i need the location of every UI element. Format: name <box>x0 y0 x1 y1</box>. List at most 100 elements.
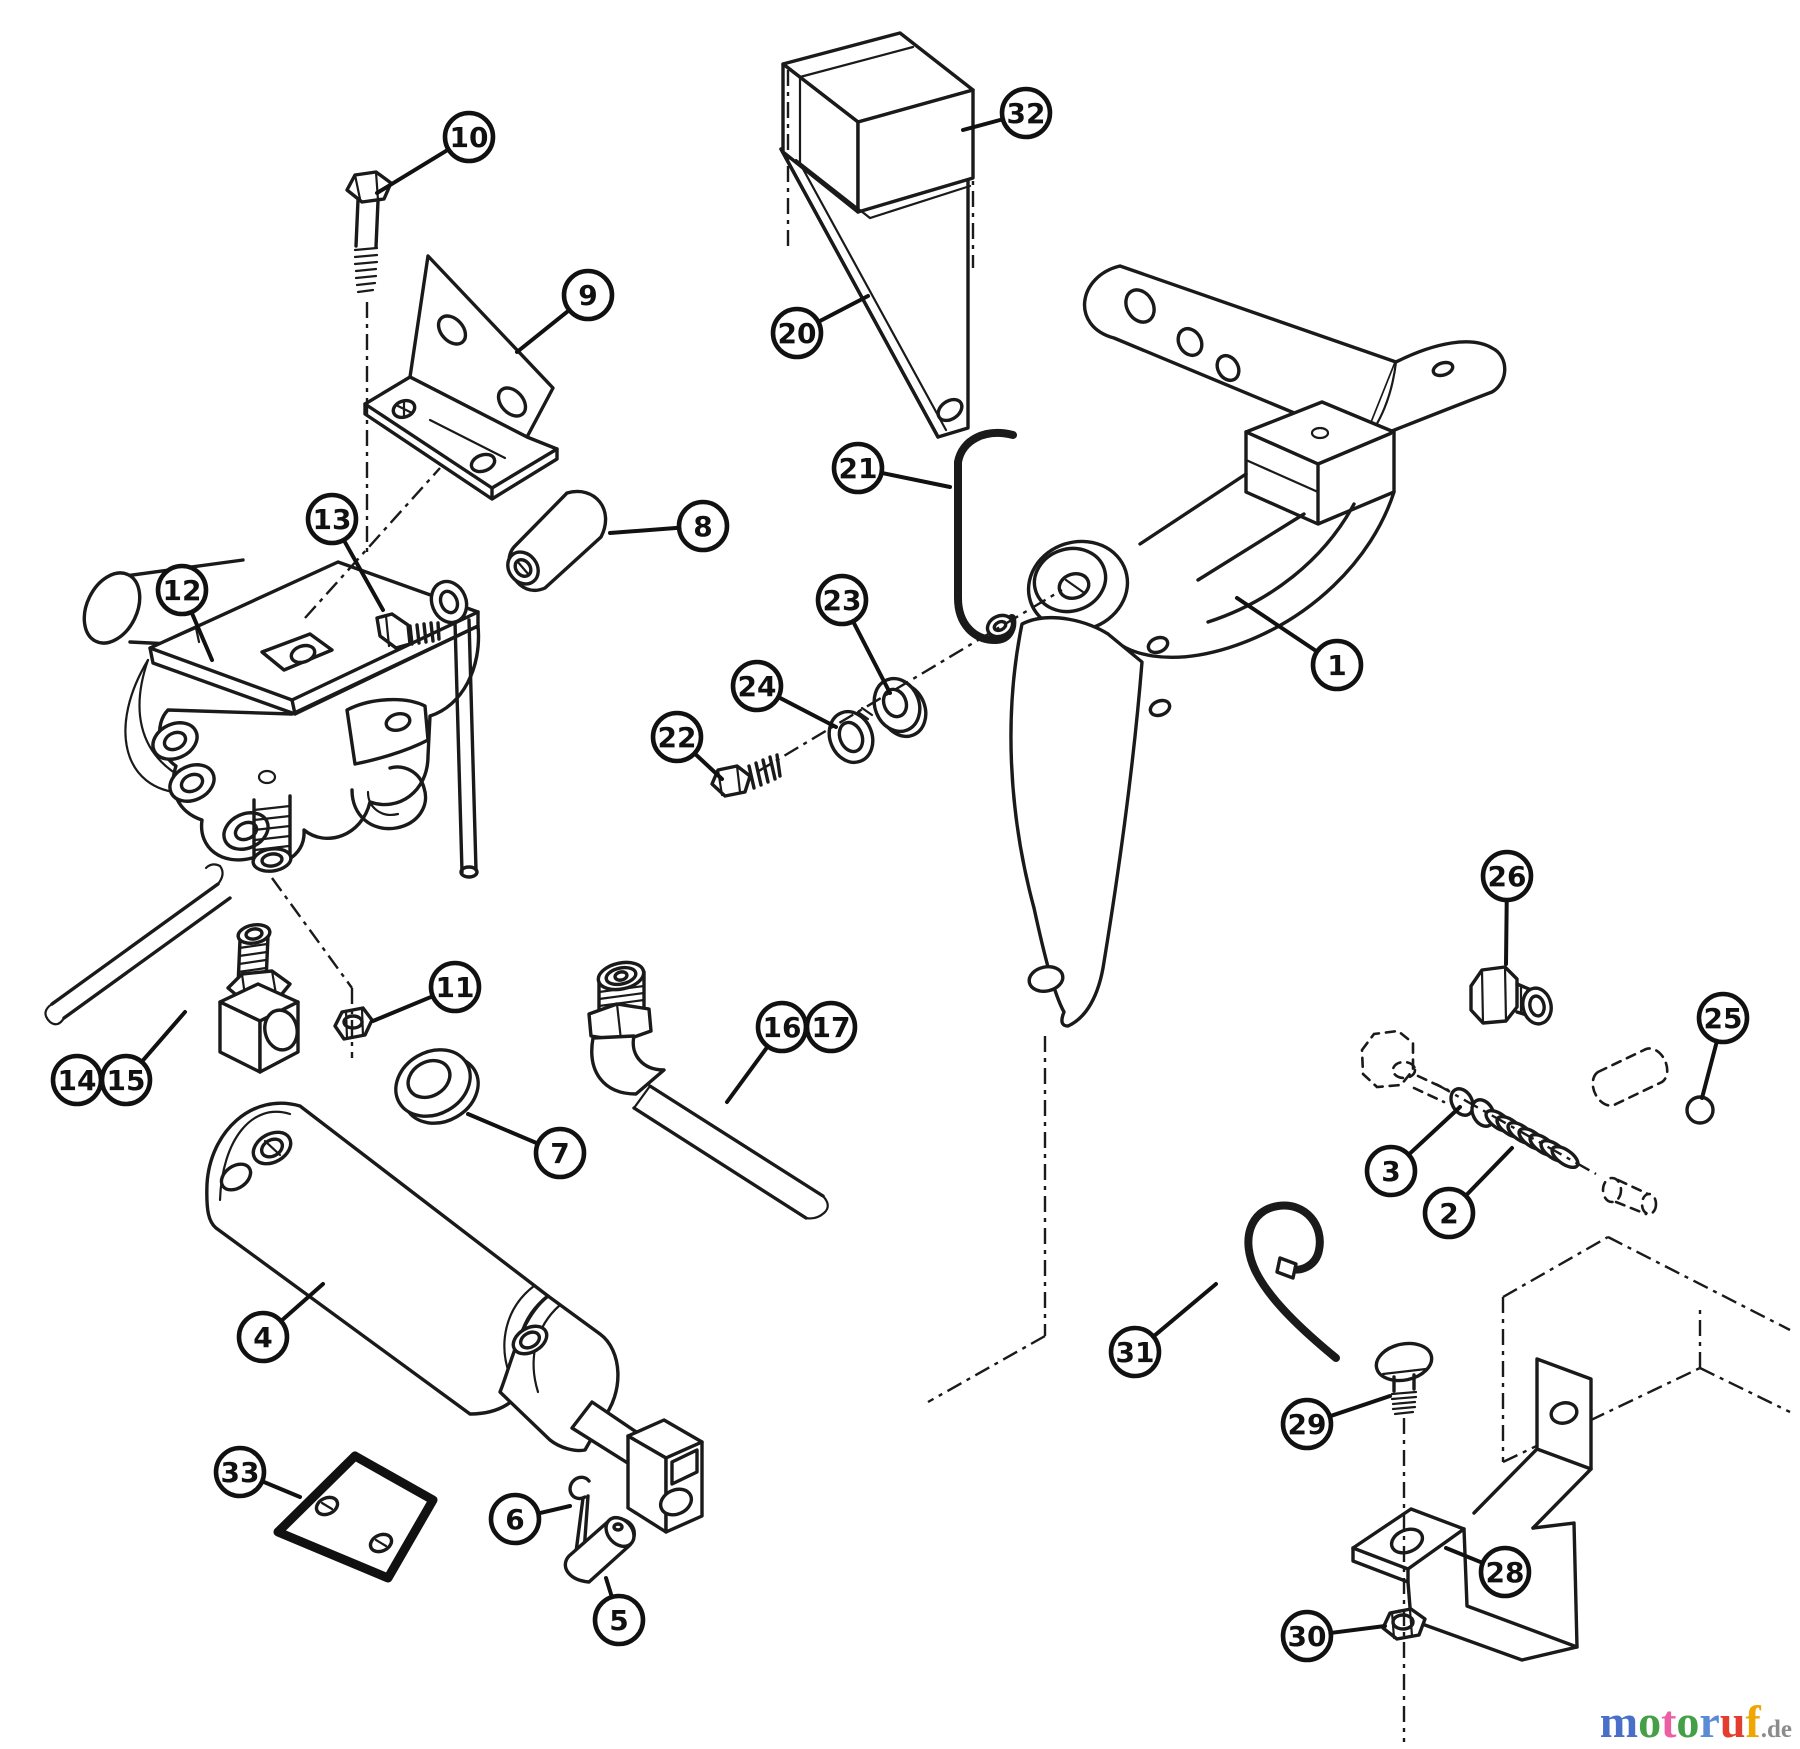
callout-leader-6 <box>536 1504 572 1516</box>
callout-balloon-5 <box>592 1593 646 1647</box>
callout-number-5: 5 <box>609 1604 628 1637</box>
hook-rod <box>954 429 1017 645</box>
hex-bolt-22 <box>710 753 782 798</box>
callout-balloon-15 <box>99 1053 153 1107</box>
callout-leader-11 <box>371 994 435 1023</box>
elbow-fitting-and-tube <box>587 960 829 1220</box>
hidden-poppet <box>1601 1176 1658 1216</box>
callout-leader-3 <box>1406 1105 1462 1157</box>
watermark-brand: motoruf <box>1600 1699 1761 1745</box>
callout-number-6: 6 <box>505 1503 524 1536</box>
callout-leader-2 <box>1463 1146 1514 1198</box>
valve-mounting-bracket <box>363 254 559 501</box>
callout-leader-29 <box>1327 1394 1392 1419</box>
callout-balloon-26 <box>1480 849 1534 903</box>
callout-leader-4 <box>278 1282 325 1324</box>
callout-balloon-12 <box>155 563 209 617</box>
callout-leader-33 <box>260 1479 302 1499</box>
watermark-letter: f <box>1745 1696 1761 1747</box>
gasket-plate <box>273 1451 438 1583</box>
callout-number-12: 12 <box>163 574 202 607</box>
callout-balloon-7 <box>533 1126 587 1180</box>
callout-number-33: 33 <box>221 1456 260 1489</box>
callout-number-15: 15 <box>107 1064 146 1097</box>
callout-number-3: 3 <box>1381 1155 1400 1188</box>
clevis-pin <box>563 1515 636 1584</box>
callout-leader-13 <box>341 537 385 612</box>
callout-balloon-1 <box>1310 638 1364 692</box>
watermark-domain-suffix: .de <box>1760 1716 1792 1743</box>
flat-washer <box>872 676 928 739</box>
callout-number-13: 13 <box>313 503 352 536</box>
callout-balloon-23 <box>815 573 869 627</box>
callout-leader-5 <box>604 1576 614 1600</box>
hex-plug-fitting <box>1469 965 1553 1026</box>
callout-leader-23 <box>851 619 892 695</box>
hidden-pin <box>1591 1047 1669 1107</box>
callout-leader-24 <box>776 695 838 729</box>
callout-leader-1 <box>1235 596 1320 654</box>
callout-number-26: 26 <box>1488 860 1527 893</box>
callout-number-4: 4 <box>253 1321 272 1354</box>
callout-balloon-21 <box>831 441 885 495</box>
callout-number-32: 32 <box>1007 97 1046 130</box>
rockshaft-lift-arm-assembly <box>1009 264 1507 1028</box>
callout-balloon-6 <box>488 1492 542 1546</box>
union-fitting <box>218 923 300 1074</box>
watermark-letter: r <box>1699 1696 1720 1747</box>
callout-leader-22 <box>692 751 724 781</box>
callout-balloon-17 <box>804 1000 858 1054</box>
callout-number-21: 21 <box>839 452 878 485</box>
callout-number-23: 23 <box>823 584 862 617</box>
callout-number-2: 2 <box>1439 1197 1458 1230</box>
callout-number-29: 29 <box>1288 1408 1327 1441</box>
callout-balloon-29 <box>1280 1397 1334 1451</box>
callout-leader-30 <box>1328 1624 1387 1635</box>
callout-leader-26 <box>1504 897 1509 966</box>
callout-number-22: 22 <box>658 721 697 754</box>
callout-balloon-25 <box>1696 991 1750 1045</box>
callout-balloon-4 <box>236 1310 290 1364</box>
callout-balloon-10 <box>442 110 496 164</box>
callout-leader-15 <box>139 1010 187 1064</box>
callout-number-10: 10 <box>450 121 489 154</box>
callout-balloon-3 <box>1364 1144 1418 1198</box>
callout-balloon-24 <box>730 659 784 713</box>
callout-leader-16 <box>725 1044 770 1104</box>
callout-leader-8 <box>608 525 682 535</box>
callout-number-7: 7 <box>550 1137 569 1170</box>
steel-ball <box>1685 1095 1715 1125</box>
watermark-motoruf: motoruf.de <box>1600 1699 1792 1745</box>
callout-number-16: 16 <box>763 1011 802 1044</box>
callout-number-11: 11 <box>436 971 475 1004</box>
callout-leader-25 <box>1700 1039 1719 1100</box>
callout-balloon-31 <box>1108 1325 1162 1379</box>
hex-nut-11 <box>333 1006 374 1041</box>
callout-leader-10 <box>375 147 451 195</box>
callout-balloon-8 <box>676 499 730 553</box>
watermark-letter: t <box>1661 1696 1677 1747</box>
callout-leader-21 <box>879 470 952 489</box>
hex-bolt-13 <box>375 612 441 650</box>
callout-balloon-22 <box>650 710 704 764</box>
callout-leader-28 <box>1444 1546 1485 1565</box>
callout-balloon-20 <box>770 306 824 360</box>
cable-tie <box>1244 1201 1340 1362</box>
callout-balloon-2 <box>1422 1186 1476 1240</box>
callout-balloon-32 <box>999 86 1053 140</box>
callout-number-1: 1 <box>1327 649 1346 682</box>
watermark-letter: m <box>1599 1696 1639 1747</box>
callout-balloon-28 <box>1478 1545 1532 1599</box>
control-rod <box>429 579 479 879</box>
callout-number-31: 31 <box>1116 1336 1155 1369</box>
callout-leader-31 <box>1151 1282 1218 1339</box>
callout-leader-9 <box>515 308 572 354</box>
callout-balloon-11 <box>428 960 482 1014</box>
callout-number-30: 30 <box>1288 1620 1327 1653</box>
carriage-bolt <box>1374 1341 1434 1416</box>
callout-balloon-33 <box>213 1445 267 1499</box>
callout-number-20: 20 <box>778 317 817 350</box>
callout-leader-32 <box>961 117 1005 132</box>
